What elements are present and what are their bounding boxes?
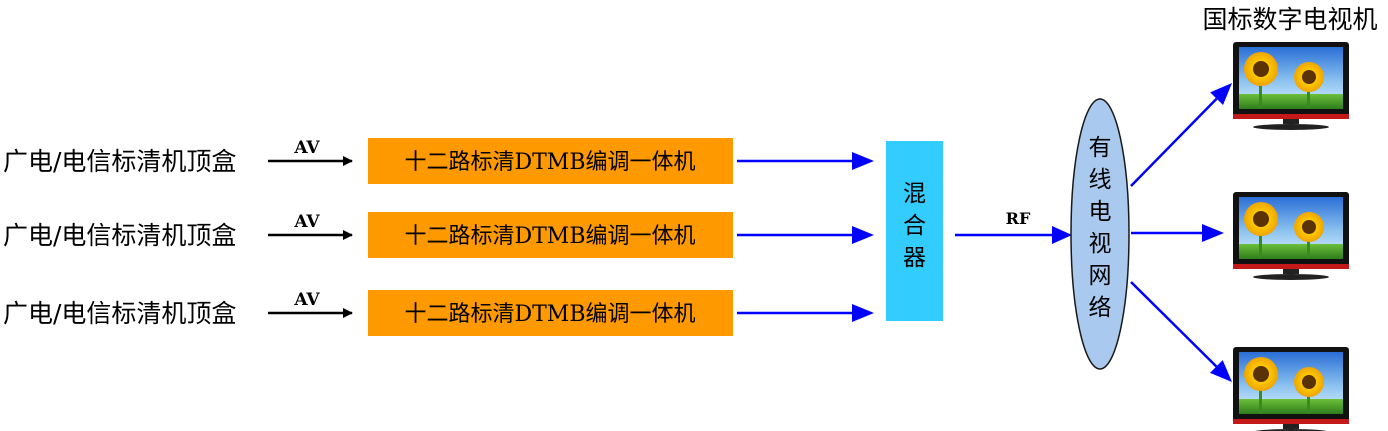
stb-label: 广电/电信标清机顶盒	[3, 299, 236, 328]
encoder-box	[368, 138, 733, 184]
mixer-label: 混合器	[903, 181, 926, 271]
encoder-to-mixer-arrow-head	[852, 304, 874, 322]
network-char: 有	[1089, 135, 1112, 161]
network-to-tv-arrows	[1130, 83, 1232, 382]
network-label: 有线电视网络	[1089, 135, 1112, 321]
av-label: AV	[293, 212, 320, 232]
encoder-label: 十二路标清DTMB编调一体机	[404, 224, 695, 249]
rf-label: RF	[1006, 209, 1031, 228]
stb-label: 广电/电信标清机顶盒	[3, 221, 236, 250]
encoder-to-mixer-arrow	[737, 304, 874, 322]
tv-group-title: 国标数字电视机	[1202, 5, 1377, 34]
mixer-box: 混合器	[886, 141, 943, 321]
mixer-char: 器	[903, 245, 926, 271]
rf-arrow-head	[1052, 226, 1072, 244]
stb-label: 广电/电信标清机顶盒	[3, 147, 236, 176]
encoder-label: 十二路标清DTMB编调一体机	[404, 150, 695, 175]
av-label: AV	[293, 290, 320, 310]
network-to-tv-3-arrow-line	[1130, 281, 1218, 368]
network-char: 络	[1089, 295, 1112, 321]
tv-group-title-text: 国标数字电视机	[1202, 5, 1377, 34]
network-to-tv-3-arrow-head	[1210, 360, 1232, 382]
av-label: AV	[293, 138, 320, 158]
source-row-2: 广电/电信标清机顶盒 AV 十二路标清DTMB编调一体机	[3, 212, 874, 258]
network-to-tv-3-arrow	[1130, 281, 1232, 382]
encoder-label: 十二路标清DTMB编调一体机	[404, 302, 695, 327]
network-to-tv-1-arrow-line	[1130, 97, 1218, 187]
network-char: 线	[1089, 167, 1112, 193]
encoder-to-mixer-arrow	[737, 226, 874, 244]
tv-screen-2	[1233, 192, 1349, 280]
source-row-3: 广电/电信标清机顶盒 AV 十二路标清DTMB编调一体机	[3, 290, 874, 336]
tv-screen-3	[1233, 347, 1349, 431]
mixer-char: 合	[903, 213, 926, 239]
network-to-tv-2-arrow	[1131, 224, 1224, 242]
network-ellipse	[1070, 98, 1130, 370]
mixer-char: 混	[903, 181, 926, 207]
network-to-tv-1-arrow	[1130, 83, 1232, 187]
tv-screen-1	[1233, 42, 1349, 130]
network-char: 视	[1089, 231, 1112, 257]
network-to-tv-1-arrow-head	[1210, 83, 1232, 106]
network-to-tv-2-arrow-head	[1202, 224, 1224, 242]
cable-network: 有线电视网络	[1070, 98, 1130, 370]
tv-list	[1233, 42, 1349, 431]
rf-connection: RF	[955, 209, 1072, 244]
network-char: 电	[1089, 199, 1112, 225]
encoder-to-mixer-arrow	[737, 152, 874, 170]
encoder-to-mixer-arrow-head	[852, 152, 874, 170]
network-char: 网	[1089, 263, 1112, 289]
mixer-rect	[886, 141, 943, 321]
encoder-box	[368, 212, 733, 258]
encoder-to-mixer-arrow-head	[852, 226, 874, 244]
encoder-box	[368, 290, 733, 336]
source-row-1: 广电/电信标清机顶盒 AV 十二路标清DTMB编调一体机	[3, 138, 874, 184]
